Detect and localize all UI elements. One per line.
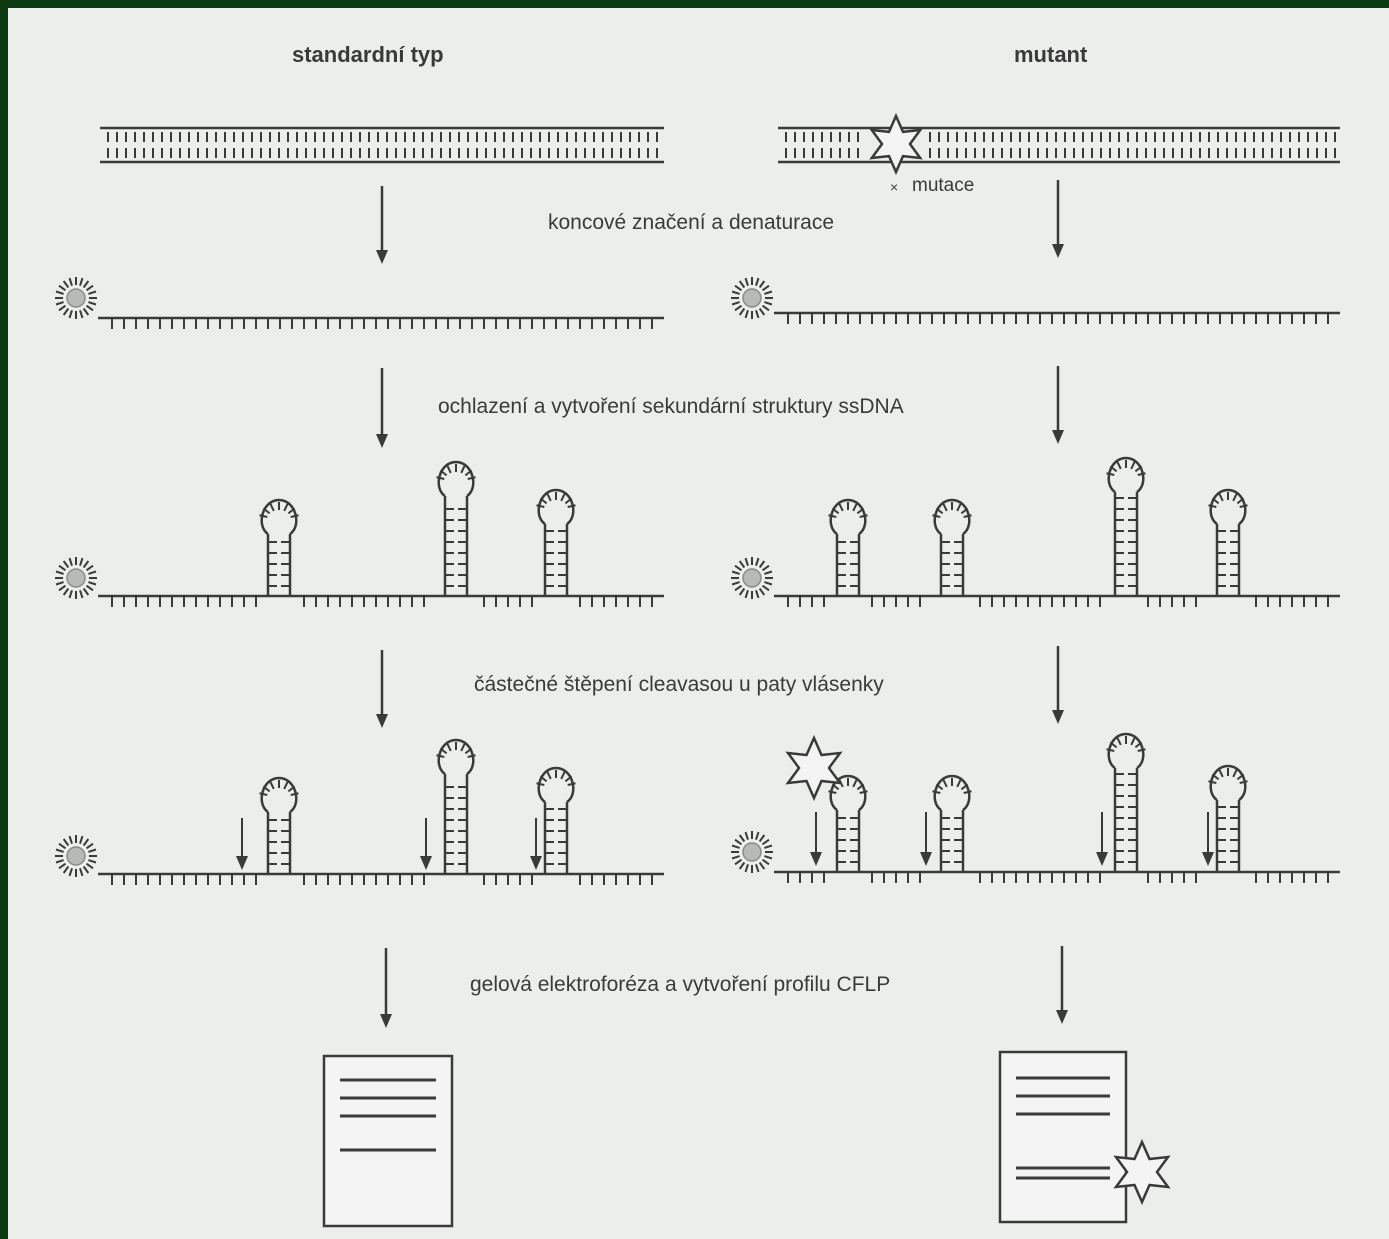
label-wt-hairpin: [55, 557, 97, 599]
hairpin-mut-4: [1208, 488, 1248, 596]
cleavage-arrow-mut-3: [1096, 812, 1108, 866]
hairpin-wt-3: [536, 488, 576, 596]
label-mut-ss: [731, 277, 773, 319]
gel-profile-wt: [322, 1054, 454, 1228]
ssdna-wt-hairpin: [98, 594, 664, 607]
mutation-marker: ×: [890, 179, 898, 195]
arrow-mut-2: [1052, 366, 1064, 444]
label-wt-ss: [55, 277, 97, 319]
label-mut-hairpin: [731, 557, 773, 599]
hairpin-mut-1: [828, 498, 868, 596]
hairpin-wt-cut-2: [436, 738, 476, 874]
mutation-star: [869, 112, 923, 176]
step-label-cleavase: částečné štěpení cleavasou u paty vlásen…: [474, 673, 884, 696]
arrow-wt-1: [376, 186, 388, 264]
mutation-star-gel: [1113, 1138, 1171, 1206]
mutation-label: mutace: [912, 175, 975, 196]
hairpin-wt-2: [436, 460, 476, 596]
label-mut-cut: [731, 831, 773, 873]
arrow-wt-2: [376, 368, 388, 448]
column-header-wild-type: standardní typ: [292, 42, 444, 67]
hairpin-mut-cut-4: [1208, 764, 1248, 872]
hairpin-mut-cut-3: [1106, 732, 1146, 872]
hairpin-mut-3: [1106, 456, 1146, 596]
label-wt-cut: [55, 835, 97, 877]
cleavage-arrow-wt-1: [236, 818, 248, 870]
figure-paper: [8, 8, 1389, 1239]
hairpin-mut-cut-1: [828, 774, 868, 872]
column-header-mutant: mutant: [1014, 42, 1088, 67]
ssdna-wt: [98, 316, 664, 329]
cleavage-arrow-wt-2: [420, 818, 432, 870]
hairpin-wt-cut-1: [259, 776, 299, 874]
cleavage-arrow-mut-4: [1202, 812, 1214, 866]
step-label-secondary-structure: ochlazení a vytvoření sekundární struktu…: [438, 395, 904, 418]
ssdna-mut-cut: [774, 870, 1340, 883]
ssdna-mut: [774, 311, 1340, 324]
step-label-electrophoresis: gelová elektroforéza a vytvoření profilu…: [470, 973, 891, 996]
dsdna-mutant: [778, 126, 1340, 164]
hairpin-mut-cut-2: [932, 774, 972, 872]
step-label-end-labeling: koncové značení a denaturace: [548, 211, 835, 234]
arrow-wt-4: [380, 948, 392, 1028]
arrow-mut-1: [1052, 180, 1064, 258]
cleavage-arrow-wt-3: [530, 818, 542, 870]
cleavage-arrow-mut-1: [810, 812, 822, 866]
cleavage-arrow-mut-2: [920, 812, 932, 866]
dsdna-wild-type: [100, 126, 664, 164]
hairpin-wt-cut-3: [536, 766, 576, 874]
arrow-wt-3: [376, 650, 388, 728]
gel-profile-mut: [998, 1050, 1128, 1224]
mutation-star-cleaved: [785, 734, 843, 802]
ssdna-wt-cut: [98, 872, 664, 885]
arrow-mut-4: [1056, 946, 1068, 1024]
arrow-mut-3: [1052, 646, 1064, 724]
ssdna-mut-hairpin: [774, 594, 1340, 607]
hairpin-wt-1: [259, 498, 299, 596]
hairpin-mut-2: [932, 498, 972, 596]
